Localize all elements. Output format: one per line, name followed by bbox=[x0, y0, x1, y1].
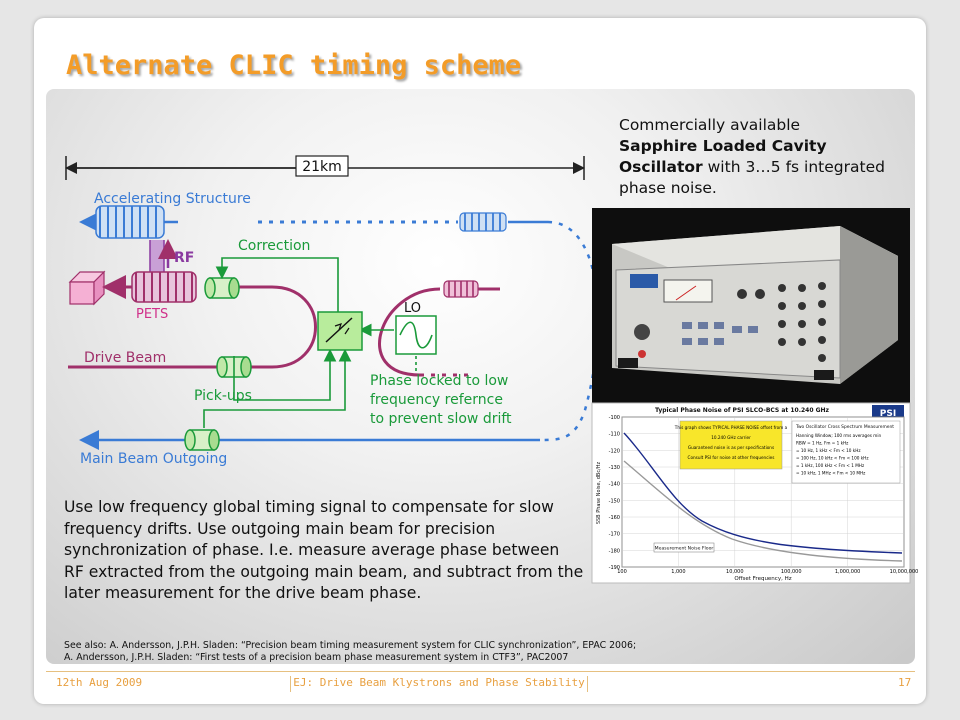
pets-label: PETS bbox=[136, 307, 168, 322]
y-ticks: -100 -110 -120 -130 -140 -150 -160 -170 -180 -190 bbox=[609, 415, 620, 571]
footer-date: 12th Aug 2009 bbox=[56, 676, 143, 689]
foot-left bbox=[618, 358, 638, 368]
chart-note-line: Guaranteed noise is as per specification… bbox=[688, 445, 774, 450]
drive-beam-label: Drive Beam bbox=[84, 350, 166, 366]
chart-spec-title: Two Oscillator Cross Spectrum Measuremen… bbox=[795, 424, 894, 430]
x-tick-label: 100,000 bbox=[781, 569, 802, 575]
correction-label: Correction bbox=[238, 238, 310, 254]
phase-locked-label-1: Phase locked to low bbox=[370, 373, 508, 389]
accelerating-structure bbox=[95, 205, 165, 239]
caption-rest: with 3…5 fs integrated phase noise. bbox=[619, 158, 885, 197]
main-beam-coil bbox=[459, 212, 507, 232]
psi-logo-text: PSI bbox=[880, 409, 896, 419]
noise-floor-box bbox=[653, 542, 715, 553]
body-text: Use low frequency global timing signal t… bbox=[64, 498, 584, 602]
signal-lines bbox=[203, 257, 394, 428]
y-tick-label: -170 bbox=[609, 532, 620, 538]
x-tick-label: 1,000,000 bbox=[835, 569, 860, 575]
oscillator-caption: Commercially available Sapphire Loaded C… bbox=[619, 115, 909, 199]
reference-2: A. Andersson, J.P.H. Sladen: “First test… bbox=[64, 652, 569, 663]
chart-title: Typical Phase Noise of PSI SLCO-BCS at 1… bbox=[655, 407, 830, 414]
pickup-main-beam bbox=[184, 429, 220, 451]
rf-label: RF bbox=[174, 250, 194, 266]
chart-spec-line: = 10 kHz, 1 MHz < Fm < 10 MHz bbox=[796, 471, 866, 476]
y-tick-label: -110 bbox=[609, 432, 620, 438]
x-tick-label: 10,000,000 bbox=[890, 569, 919, 575]
rf-waveguide bbox=[149, 239, 178, 275]
phase-noise-curve bbox=[623, 432, 903, 554]
reference-1: See also: A. Andersson, J.P.H. Sladen: “… bbox=[64, 640, 637, 651]
chart-spec-box bbox=[791, 420, 901, 484]
y-tick-label: -130 bbox=[609, 465, 620, 471]
x-tick-label: 10,000 bbox=[726, 569, 744, 575]
phase-noise-chart: Typical Phase Noise of PSI SLCO-BCS at 1… bbox=[591, 402, 918, 584]
chart-spec-line: = 100 Hz, 10 kHz < Fm < 100 kHz bbox=[796, 456, 869, 461]
chart-note-line: 10.240 GHz carrier bbox=[711, 435, 751, 440]
footer-divider bbox=[46, 671, 915, 672]
distance-label: 21km bbox=[302, 159, 342, 175]
y-tick-label: -180 bbox=[609, 548, 620, 554]
chart-notes: This graph shows TYPICAL PHASE NOISE off… bbox=[674, 425, 788, 460]
footer-title: EJ: Drive Beam Klystrons and Phase Stabi… bbox=[290, 676, 588, 692]
y-tick-label: -190 bbox=[609, 565, 620, 571]
pets bbox=[131, 271, 197, 303]
psi-logo bbox=[872, 405, 904, 419]
noise-floor-label: Measurement Noise Floor bbox=[655, 546, 714, 552]
caption-bold: Sapphire Loaded Cavity Oscillator bbox=[619, 137, 827, 176]
distance-label-box bbox=[295, 155, 349, 177]
noise-floor-curve bbox=[623, 460, 903, 562]
button-icons bbox=[682, 322, 758, 345]
local-oscillator bbox=[395, 315, 437, 355]
distance-marker: 21km bbox=[65, 155, 585, 180]
chart-spec-line: = 1 kHz, 100 kHz < Fm < 1 MHz bbox=[796, 463, 865, 468]
chart-note-box bbox=[679, 420, 783, 470]
chart-specs: Hanning Window; 100 rms averages minRBW … bbox=[796, 433, 882, 476]
oscillator-photo bbox=[592, 208, 910, 406]
y-tick-label: -160 bbox=[609, 515, 620, 521]
chart-xlabel: Offset Frequency, Hz bbox=[734, 576, 791, 582]
chart-spec-line: RBW = 1 Hz, Fm = 1 kHz bbox=[796, 441, 849, 446]
x-tick-label: 100 bbox=[617, 569, 627, 575]
knob-icons bbox=[737, 282, 826, 362]
y-tick-label: -120 bbox=[609, 448, 620, 454]
references: See also: A. Andersson, J.P.H. Sladen: “… bbox=[64, 640, 764, 664]
phase-locked-label-2: frequency refernce bbox=[370, 392, 503, 408]
x-ticks: 100 1,000 10,000 100,000 1,000,000 10,000,000 bbox=[617, 569, 918, 575]
chart-ylabel: SSB Phase Noise, dBc/Hz bbox=[596, 461, 602, 524]
lo-label: LO bbox=[404, 301, 421, 316]
phase-detector bbox=[317, 311, 363, 351]
brand-label bbox=[630, 274, 658, 288]
power-knob-icon bbox=[634, 324, 650, 340]
power-led-icon bbox=[638, 350, 646, 358]
slide-title: Alternate CLIC timing scheme bbox=[66, 50, 522, 81]
case-side bbox=[840, 226, 898, 384]
y-tick-label: -140 bbox=[609, 482, 620, 488]
accelerating-structure-label: Accelerating Structure bbox=[94, 191, 251, 207]
footer-page: 17 bbox=[898, 676, 912, 689]
beam-dump bbox=[68, 270, 106, 306]
chart-spec-line: = 10 Hz, 1 kHz < Fm < 10 kHz bbox=[796, 448, 861, 453]
caption-line1: Commercially available bbox=[619, 116, 801, 134]
main-beam-outgoing-label: Main Beam Outgoing bbox=[80, 451, 227, 467]
x-tick-label: 1,000 bbox=[671, 569, 685, 575]
y-tick-label: -100 bbox=[609, 415, 620, 421]
pickup-correction bbox=[204, 277, 240, 299]
chart-spec-line: Hanning Window; 100 rms averages min bbox=[796, 433, 882, 438]
drive-beam-coil bbox=[443, 280, 479, 298]
phase-locked-label-3: to prevent slow drift bbox=[370, 411, 512, 427]
chart-note-line: Consult PSI for noise at other frequenci… bbox=[688, 455, 775, 460]
y-tick-label: -150 bbox=[609, 498, 620, 504]
chart-note-line: This graph shows TYPICAL PHASE NOISE off… bbox=[674, 425, 788, 430]
foot-right bbox=[814, 370, 834, 380]
pick-ups-label: Pick-ups bbox=[194, 388, 252, 404]
